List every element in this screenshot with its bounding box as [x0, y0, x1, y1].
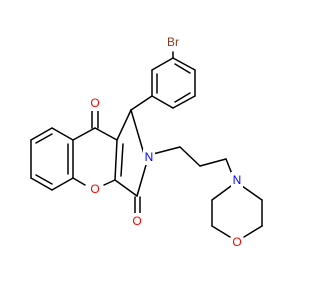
bond	[72, 127, 96, 141]
morpholine-nitrogen-label: N	[233, 173, 242, 187]
bond	[30, 177, 53, 191]
ketone-oxygen-label: O	[90, 96, 99, 110]
bond	[211, 185, 232, 201]
bonds	[30, 51, 263, 238]
bond	[103, 179, 116, 186]
lactam-oxygen-label: O	[132, 214, 141, 228]
atom-labels: Br O O O N N O	[89, 34, 243, 250]
bond	[179, 146, 201, 167]
bond	[152, 146, 181, 155]
bond	[136, 164, 147, 197]
bond	[151, 95, 174, 109]
bond	[130, 95, 153, 111]
bond	[174, 63, 191, 74]
bond	[116, 109, 132, 141]
pyran-oxygen-label: O	[90, 182, 99, 196]
morpholine-oxygen-atom: O	[231, 234, 243, 250]
bond	[114, 179, 138, 197]
lactam-nitrogen-label: N	[145, 150, 154, 164]
lactam-oxygen-atom: O	[131, 213, 143, 229]
bromine-label: Br	[167, 35, 179, 49]
bond	[199, 158, 227, 167]
molecule-diagram: Br O O O N N O	[30, 34, 263, 250]
bond	[94, 127, 118, 141]
bond	[130, 109, 145, 155]
bond	[35, 133, 53, 144]
bond	[51, 177, 74, 191]
bond	[211, 225, 231, 238]
bond	[225, 158, 233, 175]
bond	[243, 225, 263, 238]
bond	[174, 92, 191, 103]
bond	[151, 57, 174, 71]
bond	[114, 139, 118, 181]
morpholine-oxygen-label: O	[232, 235, 241, 249]
morpholine-nitrogen-atom: N	[231, 172, 243, 188]
bond	[51, 127, 74, 141]
lactam-nitrogen-atom: N	[143, 149, 155, 165]
bond	[241, 185, 263, 201]
ketone-oxygen-atom: O	[89, 95, 101, 111]
bond	[172, 57, 196, 71]
bromine-atom: Br	[162, 34, 186, 50]
bond	[120, 143, 124, 177]
bond	[172, 95, 196, 109]
pyran-oxygen-atom: O	[89, 181, 101, 197]
bond	[72, 177, 86, 186]
bond	[30, 127, 53, 141]
bond	[35, 174, 53, 185]
